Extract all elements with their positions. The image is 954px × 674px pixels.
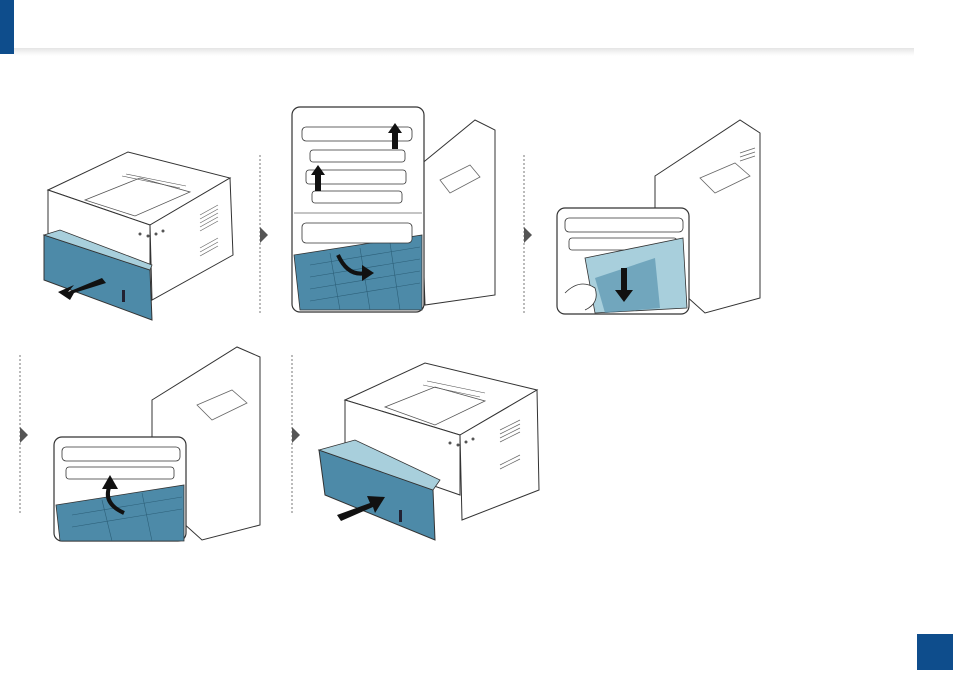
- step-2-illustration: [290, 105, 500, 315]
- step-3-illustration: [555, 118, 765, 318]
- step-1-illustration: [40, 130, 250, 325]
- step-5-illustration: [315, 345, 545, 545]
- header-accent-bar: [0, 0, 14, 54]
- step-4-illustration: [52, 345, 262, 545]
- divider-4: [290, 355, 302, 515]
- divider-2: [522, 155, 534, 315]
- divider-3: [18, 355, 30, 515]
- page-number-badge: [917, 634, 953, 670]
- header-rule: [14, 48, 914, 56]
- divider-1: [258, 155, 270, 315]
